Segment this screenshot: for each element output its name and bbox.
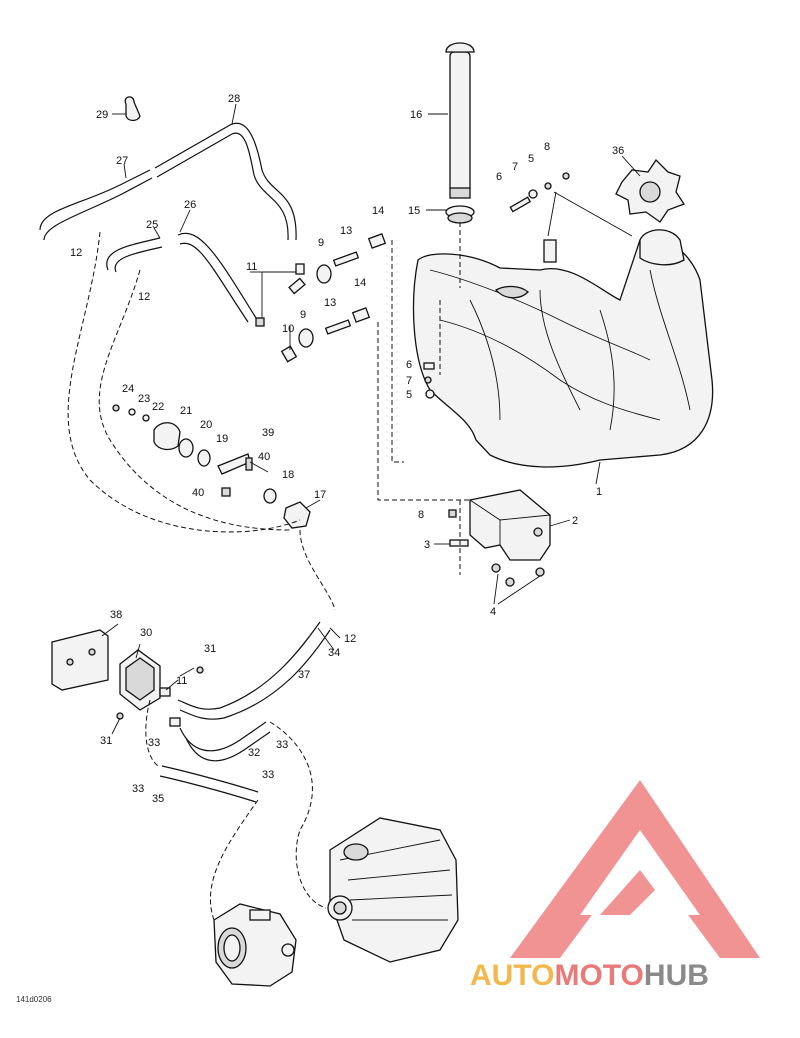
tank-bracket <box>469 489 551 561</box>
callout-20: 20 <box>200 419 212 431</box>
callout-31-right: 31 <box>204 643 216 655</box>
callout-13-upper: 13 <box>340 225 352 237</box>
hose-27 <box>39 169 153 241</box>
callout-10: 10 <box>282 323 294 335</box>
callout-37: 37 <box>298 669 310 681</box>
callout-22: 22 <box>152 401 164 413</box>
watermark-text-hub: HUB <box>644 959 709 992</box>
callout-12-left: 12 <box>70 247 82 259</box>
callout-12-mid: 12 <box>138 291 150 303</box>
vent-fittings <box>255 233 387 363</box>
callout-38: 38 <box>110 609 122 621</box>
upper-tank-bolts <box>509 172 570 213</box>
callout-14-upper: 14 <box>372 205 384 217</box>
callout-4: 4 <box>490 606 496 618</box>
callout-33-a: 33 <box>148 737 160 749</box>
callout-17: 17 <box>314 489 326 501</box>
routing-dashed-lines <box>67 222 470 921</box>
callout-7-lower: 7 <box>406 375 412 387</box>
callout-31-left: 31 <box>100 735 112 747</box>
callout-9-upper: 9 <box>318 237 324 249</box>
leader-lines <box>101 103 641 735</box>
callout-11-lower: 11 <box>176 675 187 687</box>
callout-34: 34 <box>328 647 340 659</box>
callout-15: 15 <box>408 205 420 217</box>
hose-28 <box>154 122 297 241</box>
callout-32: 32 <box>248 747 260 759</box>
callout-8-lower: 8 <box>418 509 424 521</box>
callout-26: 26 <box>184 199 196 211</box>
callout-24: 24 <box>122 383 134 395</box>
callout-33-c: 33 <box>132 783 144 795</box>
watermark-text-auto: AUTO <box>470 959 554 992</box>
callout-14-lower: 14 <box>354 277 366 289</box>
hose-26 <box>177 232 257 323</box>
callout-21: 21 <box>180 405 192 417</box>
callout-33-d: 33 <box>262 769 274 781</box>
callout-39: 39 <box>262 427 274 439</box>
callout-8-upper: 8 <box>544 141 550 153</box>
callout-11-upper: 11 <box>246 261 257 273</box>
callout-30: 30 <box>140 627 152 639</box>
callout-40-right: 40 <box>258 451 270 463</box>
callout-6-upper: 6 <box>496 171 502 183</box>
callout-5-upper: 5 <box>528 153 534 165</box>
tank-cap <box>615 158 685 223</box>
callout-40-left: 40 <box>192 487 204 499</box>
fuel-valve-assembly <box>112 404 311 529</box>
carburetor <box>213 903 297 987</box>
callout-29: 29 <box>96 109 108 121</box>
hose-32 <box>179 721 271 762</box>
callout-36: 36 <box>612 145 624 157</box>
fuel-tank <box>412 229 714 468</box>
callout-1: 1 <box>596 486 602 498</box>
callout-9-lower: 9 <box>300 309 306 321</box>
callout-18: 18 <box>282 469 294 481</box>
hardware-nuts <box>423 362 545 587</box>
hose-clip-29 <box>124 96 141 122</box>
hose-25 <box>106 237 163 273</box>
callout-23: 23 <box>138 393 150 405</box>
callout-19: 19 <box>216 433 228 445</box>
callout-25: 25 <box>146 219 158 231</box>
callout-5-lower: 5 <box>406 389 412 401</box>
watermark-logo: AUTOMOTOHUB <box>470 780 760 992</box>
fuel-pump-bracket <box>51 629 109 691</box>
filler-extension-tube <box>445 42 475 199</box>
callout-16: 16 <box>410 109 422 121</box>
hose-35 <box>159 765 259 803</box>
svg-text:AUTOMOTOHUB: AUTOMOTOHUB <box>470 959 709 992</box>
callout-labels: 1 2 3 4 5 5 6 6 7 7 8 8 9 9 10 11 11 12 … <box>70 93 624 805</box>
watermark-text-moto: MOTO <box>554 959 643 992</box>
callout-7-upper: 7 <box>512 161 518 173</box>
callout-13-lower: 13 <box>324 297 336 309</box>
engine-cylinder-head <box>327 817 459 963</box>
hose-37 <box>177 621 331 720</box>
drawing-code: 141d0206 <box>16 995 52 1004</box>
filler-grommet <box>445 205 475 224</box>
callout-28: 28 <box>228 93 240 105</box>
callout-33-b: 33 <box>276 739 288 751</box>
callout-12-lower: 12 <box>344 633 356 645</box>
callout-3: 3 <box>424 539 430 551</box>
callout-35: 35 <box>152 793 164 805</box>
callout-6-lower: 6 <box>406 359 412 371</box>
callout-2: 2 <box>572 515 578 527</box>
callout-27: 27 <box>116 155 128 167</box>
